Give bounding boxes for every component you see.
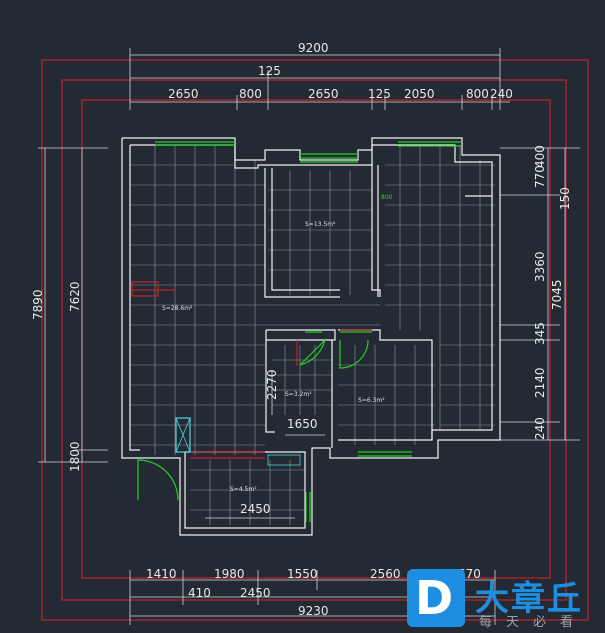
left-dimensions: 7890 7620 1800 [31,147,108,472]
dim-top-overall: 9200 [298,41,329,55]
label-living-area: S=28.6m² [162,305,193,312]
right-dimensions: 770 400 3360 345 2140 240 7045 150 [500,145,580,441]
windows [155,141,462,522]
label-small-bedroom-area: S=6.3m² [358,397,385,404]
door-entry [137,459,179,501]
dim-left-inner: 7620 [68,281,82,312]
dim-right-seg-2: 3360 [533,251,547,282]
door-small-bedroom [339,339,369,369]
dim-top-seg-0: 2650 [168,87,199,101]
watermark-logo: D 大章丘 每天必看 [407,567,605,633]
dim-bottom-seg-1: 1980 [214,567,245,581]
dim-right-seg-5: 240 [533,417,547,440]
dim-left-outer: 7890 [31,289,45,320]
thresholds [131,281,372,459]
dim-right-seg-4: 2140 [533,367,547,398]
middle-red-frame [61,79,567,601]
lower-rooms-tile-grid [190,345,435,525]
dim-bottom-mid-0: 410 [188,586,211,600]
cabinet-fixture [175,417,191,453]
dim-bottom-seg-0: 1410 [146,567,177,581]
dim-top-seg-6: 240 [490,87,513,101]
dim-top-seg-4: 2050 [404,87,435,101]
dim-bottom-seg-3: 2560 [370,567,401,581]
dim-right-extra: 150 [558,187,572,210]
logo-slogan: 每天必看 [479,615,588,630]
label-bath-area: S=3.2m² [285,391,312,398]
fridge-marker [131,281,159,297]
doors [137,331,372,501]
outer-red-frame [41,59,589,621]
label-kitchen-area: S=4.5m² [230,486,257,493]
dim-right-outer: 7045 [550,279,564,310]
top-dimensions: 9200 125 2650 800 2650 125 2050 800 240 [129,41,513,110]
dim-top-seg-3: 125 [368,87,391,101]
living-room-tile-grid [130,145,380,455]
dim-left-bottom: 1800 [68,441,82,472]
dim-bath-height: 2270 [265,369,279,400]
dim-bath-width: 1650 [287,417,318,431]
dim-top-seg-5: 800 [466,87,489,101]
top-bedroom-tile-grid [268,170,372,295]
dim-kitchen-width: 2450 [240,502,271,516]
dim-top-mid: 125 [258,64,281,78]
door-bath [299,338,327,366]
label-window-tag: 800 [381,194,393,201]
dim-right-seg-3: 345 [533,322,547,345]
dim-bottom-mid-1: 2450 [240,586,271,600]
right-room-tile-grid [385,145,495,430]
logo-name: 大章丘 [475,579,583,619]
logo-mark-icon: D [407,569,465,627]
dim-bottom-seg-2: 1550 [287,567,318,581]
fixtures [175,417,301,466]
walls [121,137,501,536]
sink-fixture [267,454,301,466]
dim-top-seg-1: 800 [239,87,262,101]
dim-right-seg-0: 770 [533,165,547,188]
dim-right-seg-1: 400 [533,145,547,168]
dim-bottom-overall: 9230 [298,604,329,618]
dim-top-seg-2: 2650 [308,87,339,101]
label-bedroom-area: S=13.5m² [305,221,336,228]
